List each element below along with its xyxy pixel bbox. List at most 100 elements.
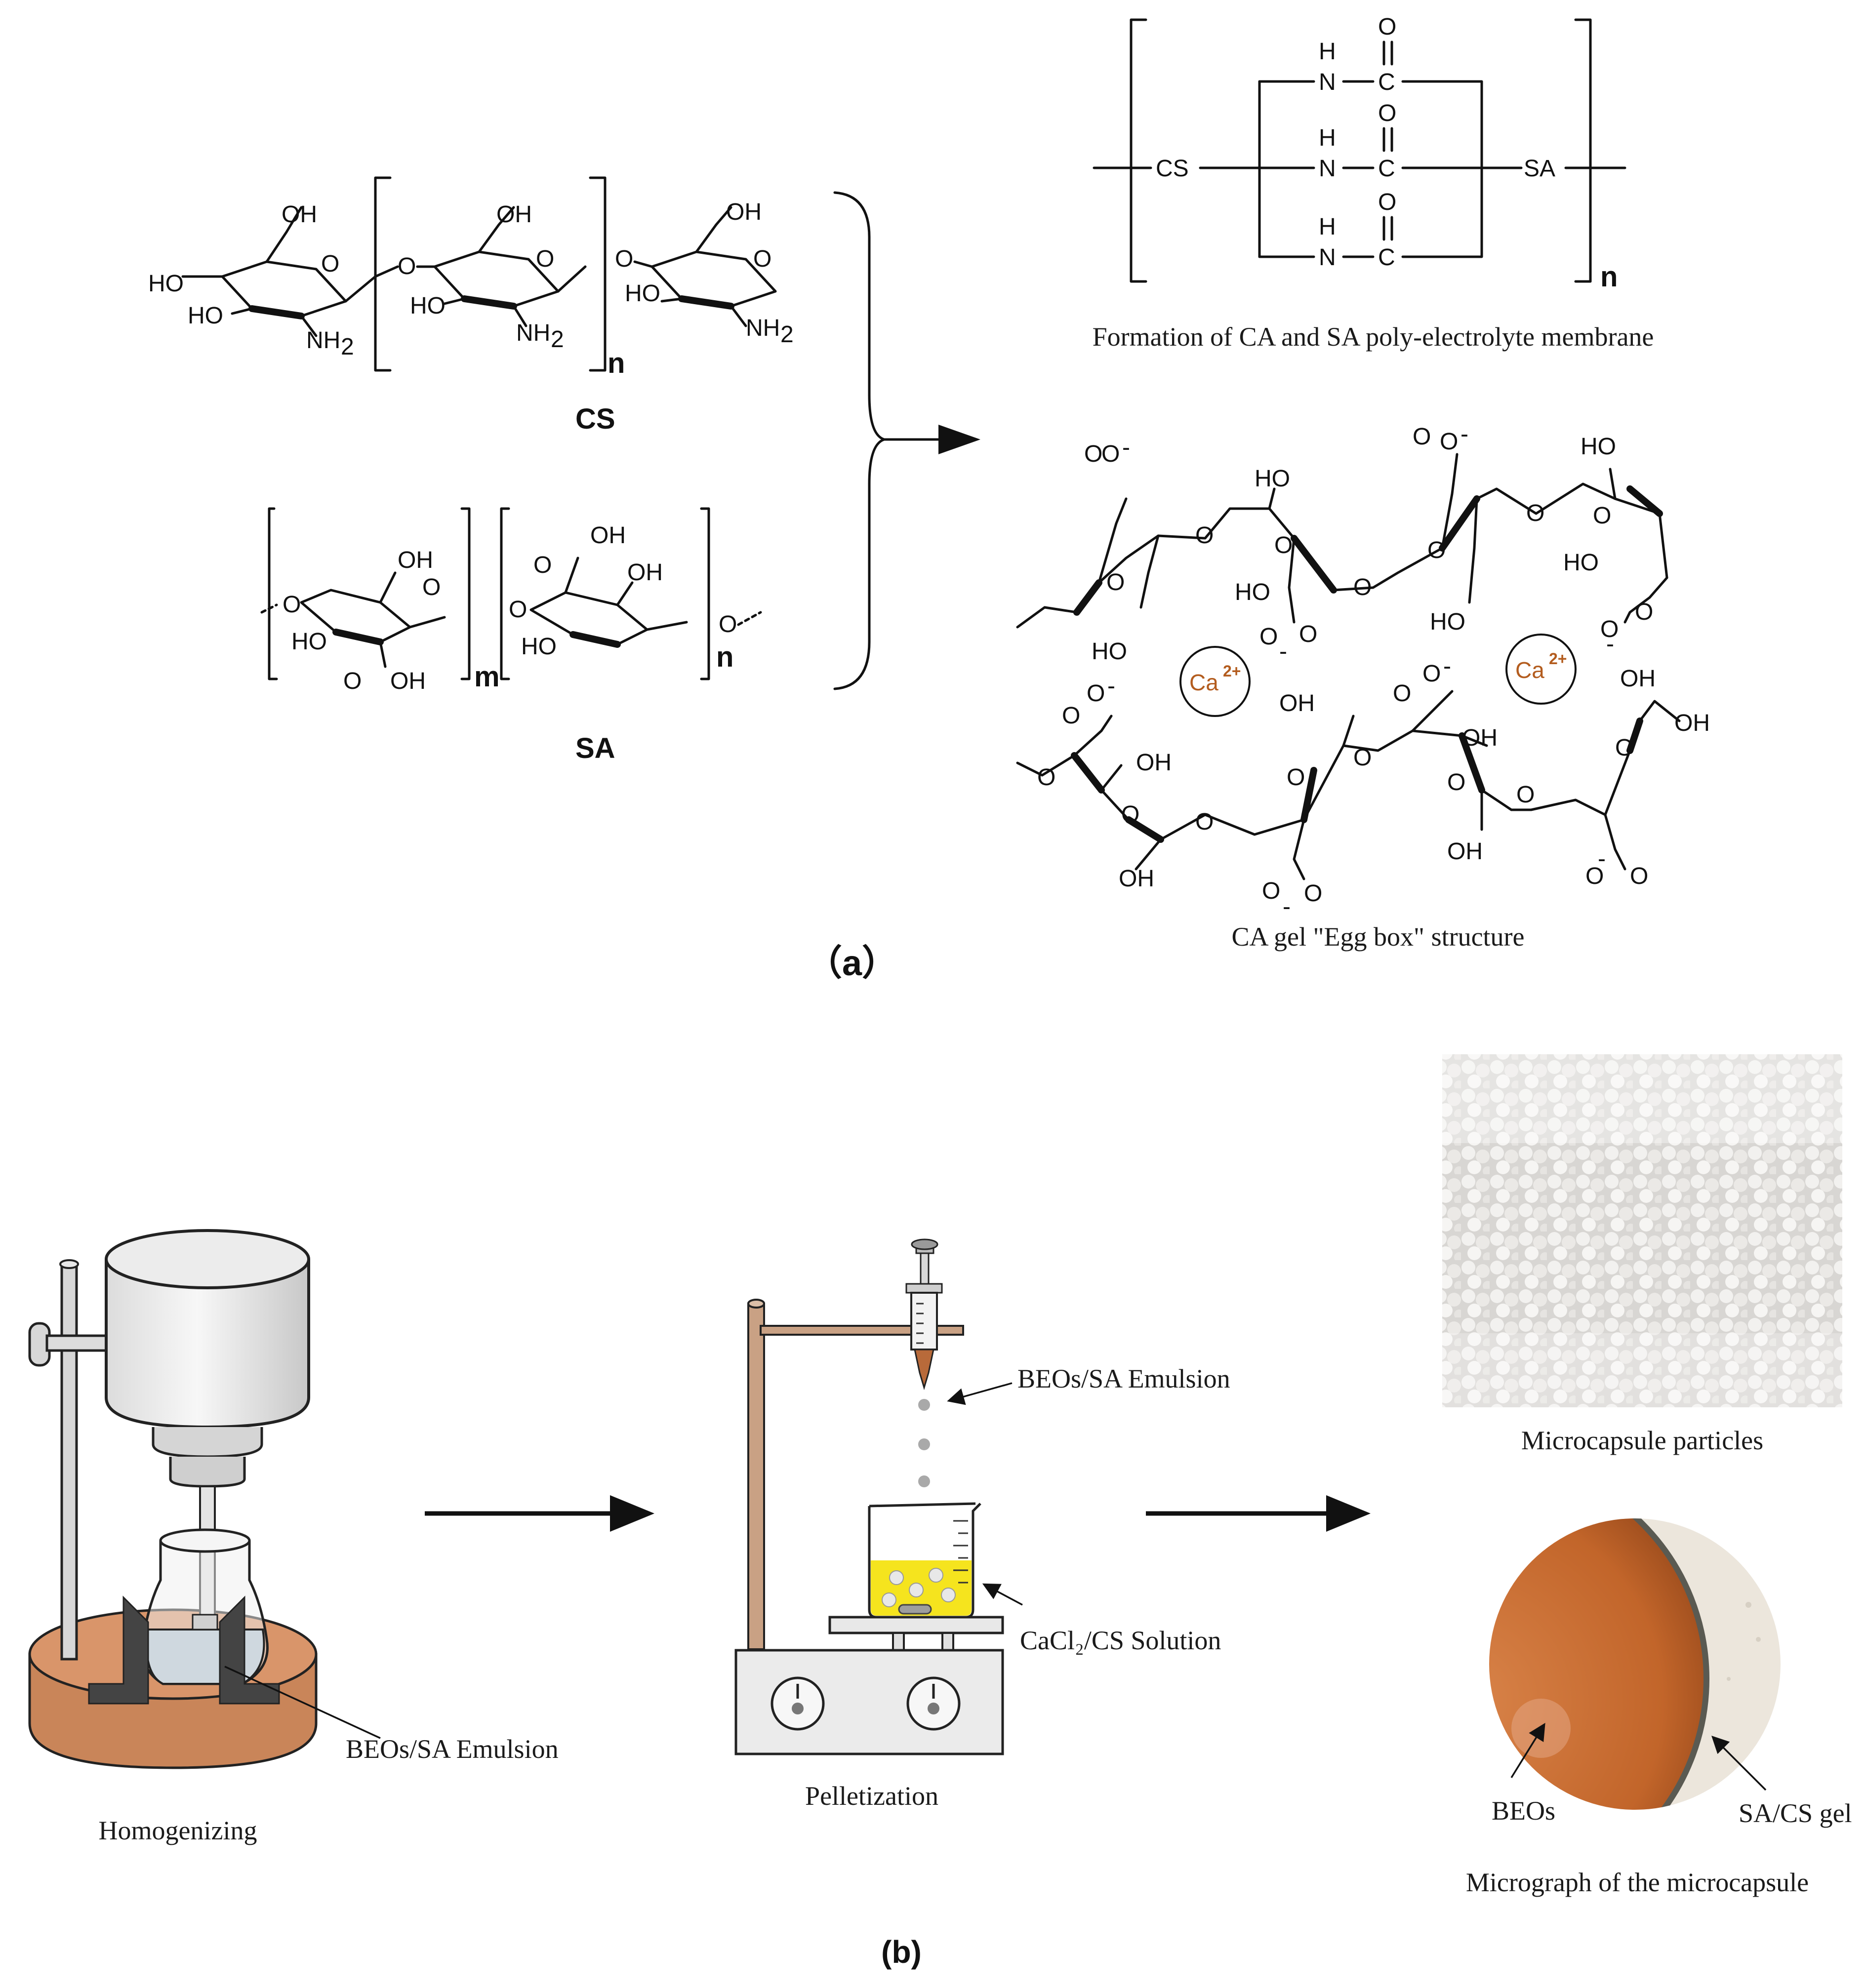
- emulsion-pointer: [947, 1382, 1013, 1405]
- panel-b: BEOs/SA Emulsion Homogenizing: [28, 1054, 1852, 1970]
- bead-in-solution: [941, 1588, 956, 1602]
- bead-in-solution: [929, 1568, 943, 1583]
- panel-a: OH HO HO NH 2 O O n OH HO NH 2 O O: [148, 14, 1710, 983]
- homogenizer-emulsion-label: BEOs/SA Emulsion: [346, 1734, 559, 1764]
- svg-text:H: H: [1319, 214, 1336, 240]
- pelletization-emulsion-label: BEOs/SA Emulsion: [1017, 1364, 1230, 1393]
- svg-text:OH: OH: [726, 199, 762, 225]
- svg-text:HO: HO: [1092, 638, 1127, 665]
- reaction-arrowhead: [938, 425, 980, 454]
- hotplate-top: [828, 1616, 1004, 1634]
- svg-text:HO: HO: [521, 634, 557, 660]
- svg-text:O: O: [343, 668, 362, 694]
- amide-group-2: H N C O: [1319, 100, 1396, 182]
- svg-text:O: O: [1440, 429, 1458, 455]
- svg-text:H: H: [1319, 39, 1336, 65]
- droplet: [918, 1475, 930, 1487]
- svg-text:O: O: [1600, 616, 1619, 642]
- particles-caption: Microcapsule particles: [1521, 1426, 1763, 1455]
- pelletization-caption: Pelletization: [805, 1781, 938, 1811]
- svg-text:OH: OH: [1447, 838, 1483, 865]
- solution-label: CaCl₂/CS Solution: [1020, 1626, 1221, 1655]
- microcapsule-photo: Microcapsule particles: [1442, 1054, 1842, 1455]
- svg-text:HO: HO: [625, 280, 660, 307]
- beos-core: [1489, 1518, 1704, 1810]
- particles-image: [1442, 1054, 1842, 1407]
- svg-text:O: O: [1106, 569, 1125, 596]
- svg-text:H: H: [1319, 125, 1336, 151]
- svg-text:OH: OH: [1119, 866, 1154, 892]
- svg-text:-: -: [1606, 631, 1614, 657]
- cs-structure: OH HO HO NH 2 O O n OH HO NH 2 O O: [148, 176, 794, 435]
- stir-bar: [898, 1604, 932, 1615]
- beos-label: BEOs: [1492, 1796, 1555, 1826]
- svg-text:n: n: [608, 347, 625, 379]
- svg-text:O: O: [1274, 532, 1293, 558]
- amide-group-1: H N C O: [1319, 14, 1396, 95]
- svg-text:O: O: [1615, 735, 1633, 761]
- svg-text:HO: HO: [410, 293, 446, 319]
- sa-repeat-n: n: [716, 641, 733, 673]
- right-flask-clamp: [219, 1595, 280, 1705]
- svg-text:NH: NH: [516, 320, 550, 346]
- svg-text:O: O: [1378, 14, 1396, 40]
- svg-text:O: O: [1195, 522, 1214, 549]
- amide-group-3: H N C O: [1319, 189, 1396, 271]
- svg-text:OH: OH: [1620, 666, 1656, 692]
- svg-text:O: O: [1413, 424, 1431, 450]
- emulsion-leader-line: [224, 1666, 381, 1739]
- panel-a-label: （a）: [807, 944, 897, 983]
- svg-text:-: -: [1443, 653, 1451, 679]
- pem-structure: n CS SA H N C O H N C: [1093, 14, 1654, 352]
- svg-text:O: O: [1427, 537, 1446, 563]
- svg-text:O: O: [1304, 880, 1322, 907]
- svg-text:O: O: [422, 574, 441, 600]
- sa-structure: m n O OH O HO O OH O O OH OH HO O: [260, 507, 762, 764]
- svg-text:O: O: [1101, 441, 1120, 467]
- svg-text:HO: HO: [1255, 466, 1290, 492]
- bead-in-solution: [889, 1570, 904, 1585]
- svg-text:O: O: [1447, 769, 1465, 795]
- svg-text:OH: OH: [590, 522, 626, 549]
- sa-cs-gel-shell: [1489, 1518, 1709, 1810]
- svg-text:O: O: [1037, 764, 1055, 791]
- homogenizer: BEOs/SA Emulsion Homogenizing: [28, 1229, 559, 1845]
- stand-pole: [60, 1263, 78, 1661]
- calcium-ion-2: Ca 2+: [1505, 634, 1577, 705]
- svg-text:OH: OH: [398, 547, 433, 573]
- svg-text:-: -: [1107, 673, 1115, 699]
- svg-text:N: N: [1319, 156, 1336, 182]
- svg-text:O: O: [321, 251, 339, 277]
- svg-text:O: O: [719, 611, 737, 637]
- svg-text:O: O: [753, 246, 771, 272]
- svg-text:O: O: [1062, 703, 1080, 729]
- svg-text:OH: OH: [390, 668, 426, 694]
- svg-text:N: N: [1319, 244, 1336, 271]
- sa-label: SA: [575, 732, 615, 764]
- svg-text:O: O: [1121, 801, 1139, 828]
- svg-text:-: -: [1279, 638, 1287, 665]
- pelletization-apparatus: BEOs/SA Emulsion CaCl₂/CS Solution: [734, 1238, 1230, 1811]
- svg-text:2: 2: [551, 326, 564, 353]
- svg-text:O: O: [283, 592, 301, 618]
- svg-text:HO: HO: [1563, 550, 1599, 576]
- svg-text:O: O: [1378, 100, 1396, 126]
- svg-text:O: O: [1378, 189, 1396, 215]
- sa-repeat-m: m: [474, 661, 500, 693]
- reaction-brace: [833, 191, 980, 690]
- svg-text:HO: HO: [291, 629, 327, 655]
- bead-in-solution: [882, 1592, 896, 1607]
- svg-text:HO: HO: [1430, 609, 1465, 635]
- svg-text:OH: OH: [1279, 690, 1315, 716]
- pelletizer-stand-rod: [747, 1303, 765, 1650]
- svg-text:2: 2: [341, 334, 354, 360]
- svg-text:O: O: [1259, 624, 1278, 650]
- svg-text:OH: OH: [496, 201, 532, 228]
- svg-text:HO: HO: [1581, 434, 1616, 460]
- micrograph-caption: Micrograph of the microcapsule: [1466, 1868, 1809, 1897]
- svg-text:HO: HO: [188, 303, 223, 329]
- svg-text:-: -: [1460, 421, 1468, 447]
- syringe-tip: [914, 1349, 934, 1391]
